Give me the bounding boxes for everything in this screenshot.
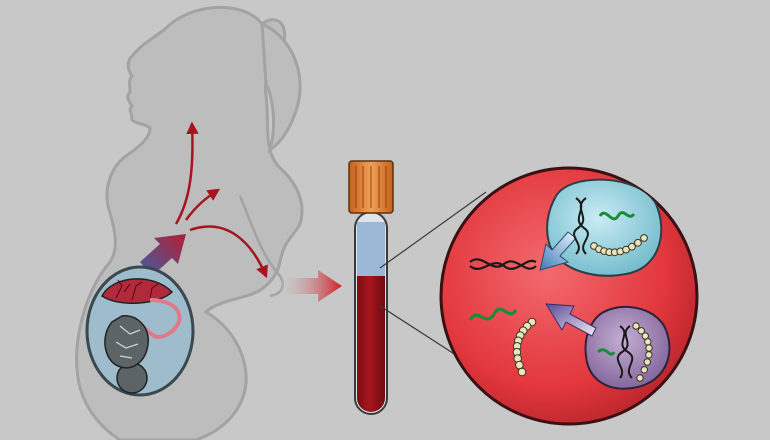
dna-helix-icon [573, 197, 589, 255]
placenta-upward-arrow [140, 234, 186, 276]
rna-strand-icon [596, 348, 616, 356]
dna-helix-icon [469, 258, 537, 270]
circulation-arrow-mid [184, 188, 221, 221]
tube-cap-ridges [355, 166, 387, 208]
placenta [101, 278, 174, 304]
bead-chain-group [512, 234, 653, 382]
bead [640, 234, 648, 242]
bead-chain-icon [512, 317, 537, 377]
bead-chain-icon [590, 234, 648, 257]
bead [517, 367, 527, 377]
tube-blood [357, 276, 385, 412]
fetal-release-arrow [539, 231, 577, 271]
rna-strand-icon [598, 211, 636, 221]
bead [645, 344, 653, 352]
circulation-arrows [174, 121, 268, 279]
bead [645, 351, 653, 359]
bead-chain-icon [632, 322, 653, 382]
bead [632, 322, 640, 330]
maternal-release-arrow [545, 303, 597, 337]
tube-plasma [357, 222, 385, 278]
bead [636, 374, 644, 382]
bead [640, 366, 648, 374]
bead [643, 358, 651, 366]
circulation-arrow-up [174, 121, 199, 225]
placenta-vessels [115, 279, 159, 301]
bead [628, 242, 636, 251]
bead [644, 338, 652, 346]
umbilical-cord [138, 298, 182, 339]
ponytail [260, 21, 302, 154]
rna-strand-icon [468, 307, 518, 321]
bead [637, 327, 645, 335]
arm-to-tube-arrow [282, 270, 342, 302]
circulation-arrow-right [189, 225, 268, 279]
fetal-cell [546, 178, 663, 277]
arm-outline [238, 195, 284, 298]
dna-helix-icon [616, 325, 634, 379]
bead [634, 238, 642, 247]
fetus-icon [104, 315, 149, 394]
blood-collection-tube-icon [348, 160, 394, 415]
